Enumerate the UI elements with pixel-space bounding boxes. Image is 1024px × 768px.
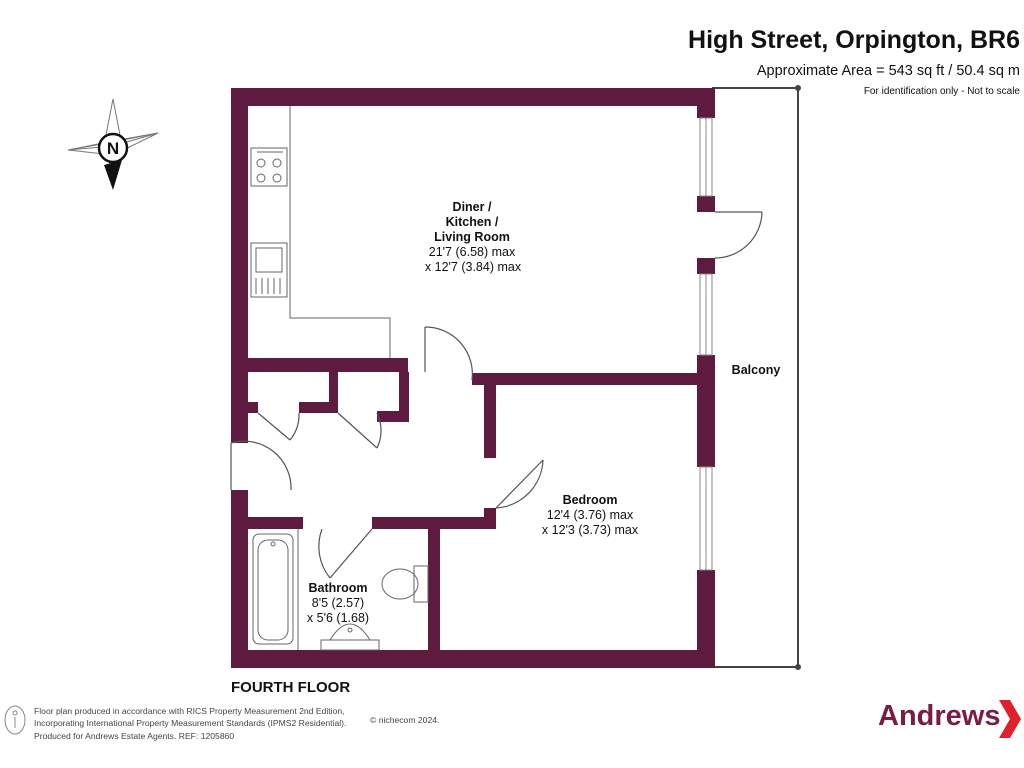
- living-room-name-1: Diner /: [453, 200, 492, 214]
- compass-north-icon: N: [67, 98, 159, 190]
- bathroom-fixtures: [252, 529, 429, 651]
- balcony-name: Balcony: [732, 363, 781, 377]
- footer-line-1: Floor plan produced in accordance with R…: [34, 706, 345, 716]
- compass-label: N: [107, 139, 119, 158]
- floor-label: FOURTH FLOOR: [231, 679, 351, 696]
- kitchen-units: [250, 106, 391, 358]
- person-icon: [4, 705, 26, 735]
- approximate-area: Approximate Area = 543 sq ft / 50.4 sq m: [756, 63, 1020, 79]
- scale-note: For identification only - Not to scale: [863, 86, 1020, 97]
- walls: [231, 88, 715, 668]
- bathroom-dim-2: x 5'6 (1.68): [307, 611, 369, 625]
- footer-line-2: Incorporating International Property Mea…: [34, 718, 347, 729]
- page-title: High Street, Orpington, BR6: [688, 26, 1020, 54]
- andrews-logo-icon: [999, 700, 1021, 738]
- brand-logo: Andrews: [878, 700, 1001, 732]
- living-room-dim-1: 21'7 (6.58) max: [429, 245, 516, 259]
- doors: [230, 211, 763, 579]
- bedroom-dim-2: x 12'3 (3.73) max: [542, 523, 639, 537]
- living-room-dim-2: x 12'7 (3.84) max: [425, 260, 522, 274]
- footer-line-3: Produced for Andrews Estate Agents. REF:…: [34, 730, 235, 741]
- living-room-name-3: Living Room: [434, 230, 510, 244]
- bedroom-name: Bedroom: [563, 493, 618, 507]
- bathroom-dim-1: 8'5 (2.57): [312, 596, 364, 610]
- living-room-name-2: Kitchen /: [446, 215, 499, 229]
- footer-notes: Floor plan produced in accordance with R…: [34, 705, 439, 742]
- footer-copyright: © nichecom 2024.: [370, 715, 440, 725]
- balcony: [712, 85, 801, 670]
- room-labels: Diner / Kitchen / Living Room 21'7 (6.58…: [307, 200, 780, 625]
- bathroom-name: Bathroom: [308, 581, 367, 595]
- bedroom-dim-1: 12'4 (3.76) max: [547, 508, 634, 522]
